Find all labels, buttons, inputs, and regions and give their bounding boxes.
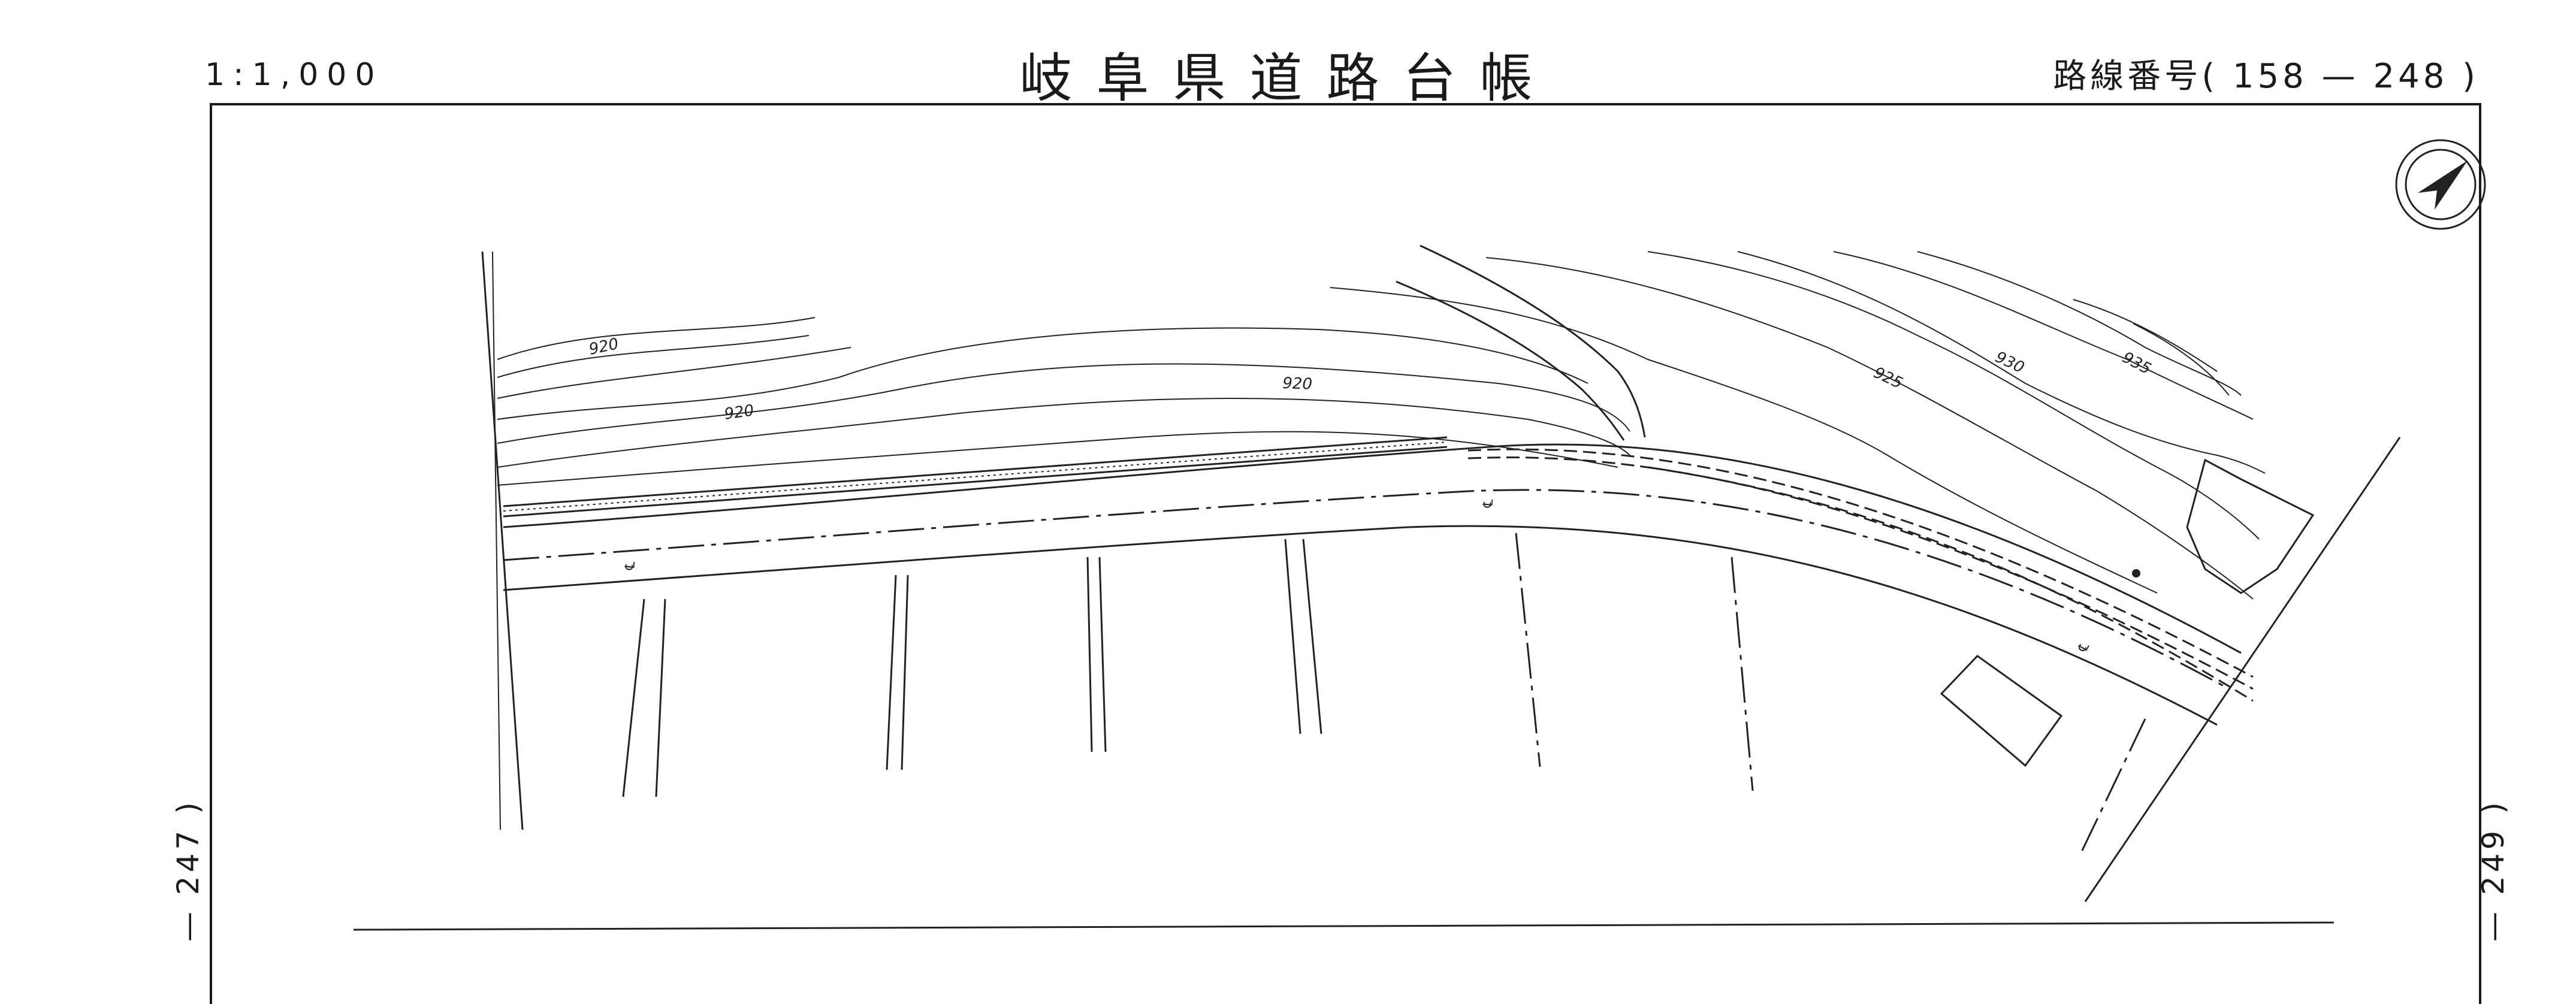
svg-text:℄: ℄	[1481, 498, 1496, 509]
boundary-line-left	[481, 251, 524, 830]
north-arrow-icon	[2395, 139, 2486, 230]
svg-text:920: 920	[1282, 374, 1313, 394]
side-channels	[622, 539, 1322, 797]
svg-text:935: 935	[2119, 349, 2154, 379]
svg-text:925: 925	[1871, 364, 1905, 392]
building-outline-right	[2186, 458, 2315, 594]
road-centerline	[503, 489, 2230, 690]
contour-label: 920	[723, 401, 755, 424]
boundary-line-left-inner	[492, 251, 501, 830]
svg-text:℄: ℄	[2075, 640, 2093, 655]
page-title: 岐阜県道路台帳	[1019, 47, 1557, 109]
sheet-boundary-line	[2084, 437, 2401, 902]
road-edges	[503, 443, 2254, 726]
stream-channel	[1420, 244, 1646, 438]
svg-text:℄: ℄	[623, 560, 638, 571]
svg-text:930: 930	[1992, 348, 2027, 377]
road-plan-map: 920 920 920 925 930 935 ℄ ℄ ℄	[353, 139, 2486, 931]
map-frame	[210, 103, 2481, 1004]
survey-point	[2132, 569, 2140, 577]
retaining-wall	[503, 436, 1448, 518]
route-number: 路線番号( 158 — 248 )	[2053, 49, 2479, 98]
property-lines	[1515, 533, 2146, 857]
route-separator: —	[2321, 57, 2359, 96]
building-outline	[1940, 655, 2063, 767]
map-scale: 1:1,000	[205, 57, 383, 93]
route-label: 路線番号(	[2053, 57, 2219, 96]
bottom-reference-line	[353, 921, 2335, 931]
route-close: )	[2462, 57, 2479, 96]
route-to: 248	[2373, 57, 2448, 96]
route-from: 158	[2232, 57, 2308, 96]
contour-lines: 920 920 920 925 930 935	[497, 251, 2266, 600]
